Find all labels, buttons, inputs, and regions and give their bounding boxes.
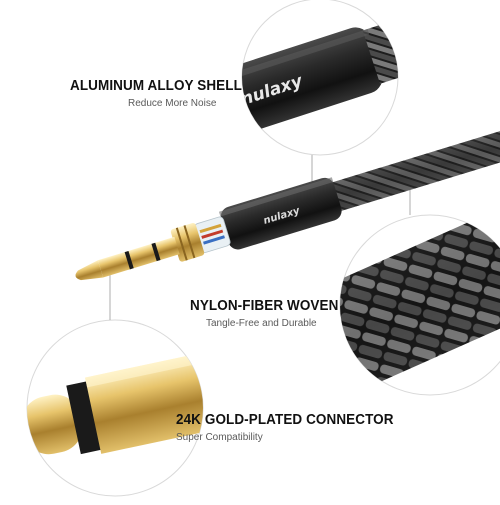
magnified-braid-circle [339, 214, 500, 396]
callout-subtitle-braid: Tangle-Free and Durable [206, 318, 317, 329]
magnified-shell-circle: nulaxy [241, 0, 399, 156]
callout-title-braid: NYLON-FIBER WOVEN [190, 298, 339, 314]
callout-title-plug: 24K GOLD-PLATED CONNECTOR [176, 412, 394, 428]
callout-subtitle-plug: Super Compatibility [176, 432, 263, 443]
wiring-collar [194, 216, 231, 253]
aluminum-shell: nulaxy [218, 177, 342, 250]
callout-title-shell: ALUMINUM ALLOY SHELL [70, 78, 242, 94]
magnified-plug-circle [26, 319, 204, 497]
gold-plug [75, 222, 205, 281]
audio-cable: nulaxy [75, 117, 500, 281]
callout-subtitle-shell: Reduce More Noise [128, 98, 217, 109]
